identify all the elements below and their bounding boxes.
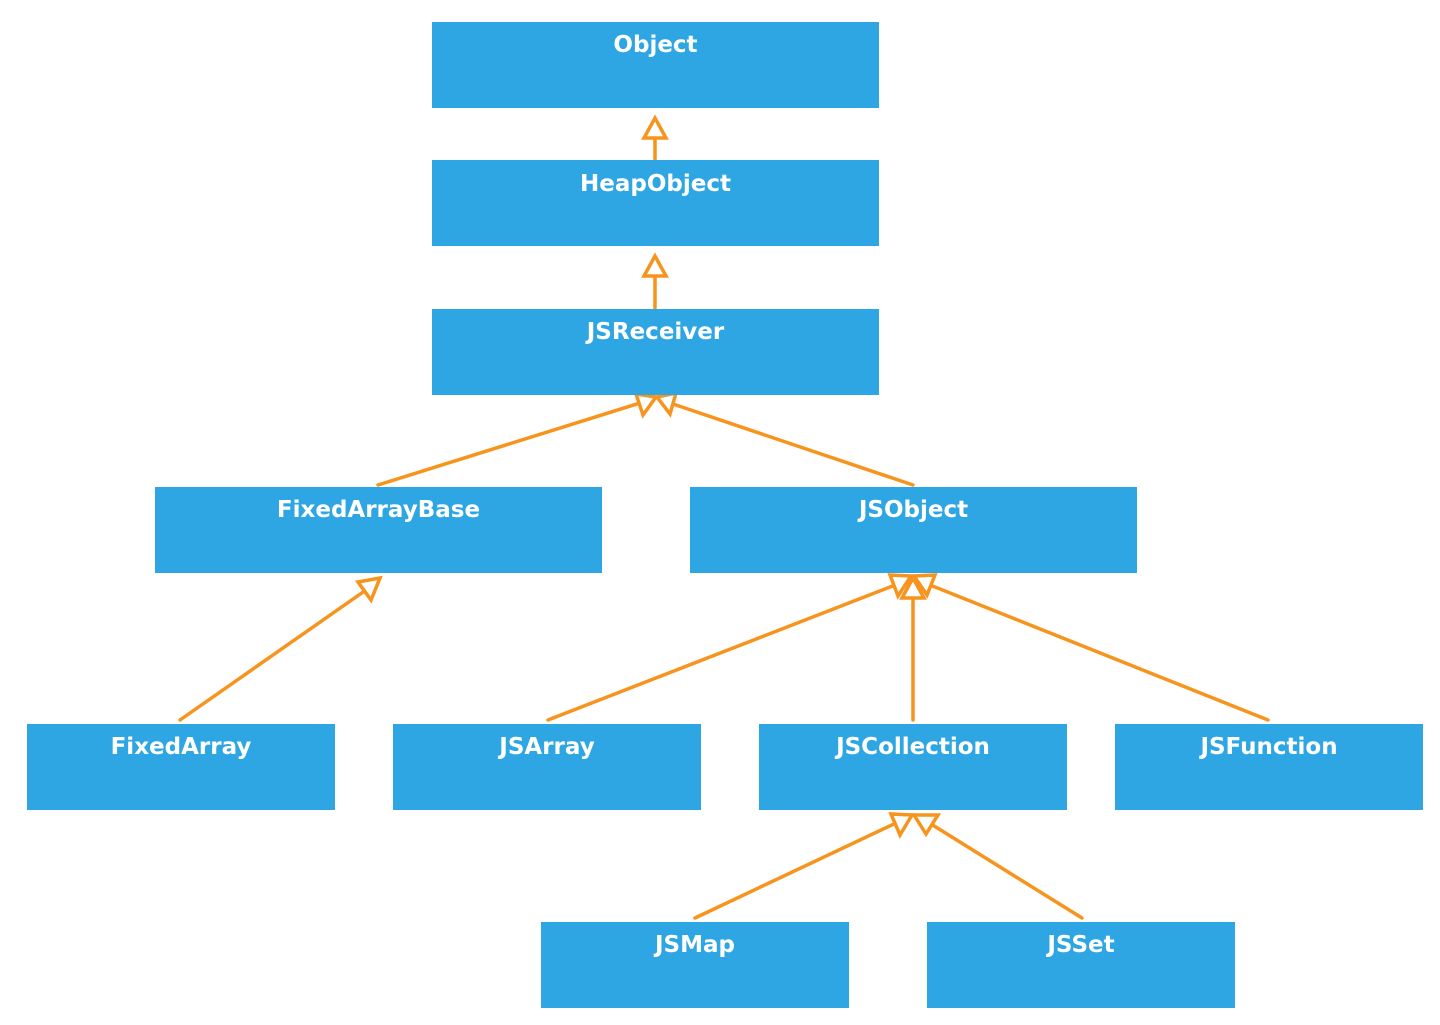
edge-heapobject-to-object bbox=[641, 114, 669, 162]
class-node-jsreceiver: JSReceiver bbox=[432, 309, 879, 395]
class-label-object: Object bbox=[613, 32, 697, 58]
class-label-jsobject: JSObject bbox=[857, 497, 968, 523]
class-label-jsfunction: JSFunction bbox=[1198, 734, 1337, 760]
class-node-jsmap: JSMap bbox=[541, 922, 849, 1008]
inheritance-arrowhead bbox=[888, 812, 916, 839]
inheritance-arrowhead bbox=[653, 390, 679, 418]
edge-jsmap-to-jscollection bbox=[693, 812, 916, 920]
edge-jsarray-to-jsobject bbox=[546, 573, 915, 722]
edge-fixedarray-to-fixedarraybase bbox=[178, 575, 383, 722]
class-node-jsset: JSSet bbox=[927, 922, 1235, 1008]
inheritance-edges bbox=[178, 114, 1270, 920]
edge-jsreceiver-to-heapobject bbox=[641, 252, 669, 310]
class-label-jsset: JSSet bbox=[1045, 932, 1114, 958]
class-label-jsmap: JSMap bbox=[653, 932, 735, 958]
class-label-jscollection: JSCollection bbox=[834, 734, 990, 760]
class-nodes: Object HeapObject JSReceiver FixedArrayB… bbox=[27, 22, 1423, 1008]
inheritance-arrowhead bbox=[899, 574, 927, 600]
class-label-fixedarraybase: FixedArrayBase bbox=[277, 497, 480, 523]
inheritance-arrowhead bbox=[354, 575, 383, 604]
class-node-jsfunction: JSFunction bbox=[1115, 724, 1423, 810]
class-node-jsobject: JSObject bbox=[690, 487, 1137, 573]
edge-jsfunction-to-jsobject bbox=[910, 573, 1270, 722]
class-label-heapobject: HeapObject bbox=[580, 171, 731, 197]
class-node-heapobject: HeapObject bbox=[432, 160, 879, 246]
class-node-fixedarraybase: FixedArrayBase bbox=[155, 487, 602, 573]
inheritance-arrowhead bbox=[887, 573, 915, 600]
inheritance-arrowhead bbox=[633, 391, 660, 419]
class-label-jsreceiver: JSReceiver bbox=[585, 319, 725, 345]
inheritance-arrowhead bbox=[910, 813, 942, 838]
edge-jsset-to-jscollection bbox=[910, 813, 1084, 920]
inheritance-arrowhead bbox=[910, 573, 938, 599]
class-label-fixedarray: FixedArray bbox=[111, 734, 252, 760]
edge-jsobject-to-jsreceiver bbox=[653, 390, 915, 487]
class-node-jsarray: JSArray bbox=[393, 724, 701, 810]
edge-fixedarraybase-to-jsreceiver bbox=[376, 391, 660, 487]
class-node-jscollection: JSCollection bbox=[759, 724, 1067, 810]
class-node-object: Object bbox=[432, 22, 879, 108]
inheritance-arrowhead bbox=[641, 114, 669, 140]
class-label-jsarray: JSArray bbox=[497, 734, 594, 760]
edge-jscollection-to-jsobject bbox=[899, 574, 927, 722]
class-node-fixedarray: FixedArray bbox=[27, 724, 335, 810]
inheritance-arrowhead bbox=[641, 252, 669, 278]
